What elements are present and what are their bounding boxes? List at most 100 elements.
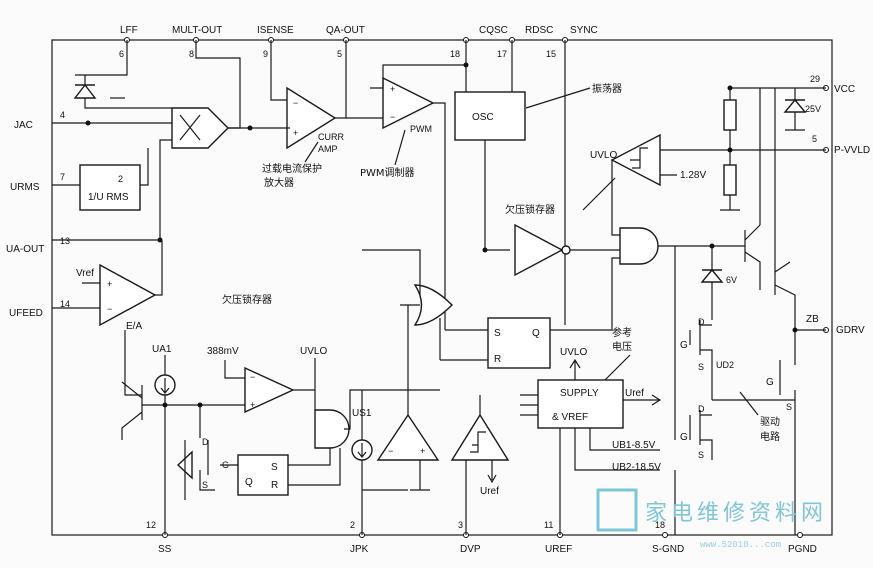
uvlo-bot-label: UVLO <box>560 347 587 358</box>
svg-text:−: − <box>107 304 112 314</box>
or-gate <box>413 284 453 326</box>
pin-number: 18 <box>450 49 460 59</box>
pin-number: 17 <box>497 49 507 59</box>
current-amp <box>286 86 337 150</box>
watermark-text: 家电维修资料网 <box>645 501 827 526</box>
supply-vref-block <box>537 379 624 429</box>
svg-text:−: − <box>293 98 298 108</box>
zener-diode-icon <box>73 83 97 99</box>
top-pins <box>124 37 568 43</box>
pin-urms-label: URMS <box>10 182 40 193</box>
pin-dvp-label: DVP <box>460 544 481 555</box>
ocp-comparator <box>244 366 295 414</box>
svg-text:+: + <box>293 128 298 138</box>
ssfet-s: S <box>202 480 208 490</box>
power-fet <box>779 350 796 535</box>
fet-g: G <box>680 340 688 351</box>
osc-label: OSC <box>472 112 494 123</box>
pwm-label: PWM <box>410 124 432 134</box>
output-transistor-upper <box>744 224 761 290</box>
uvlo-top-label: UVLO <box>590 150 617 161</box>
pin-pgnd-label: PGND <box>788 544 817 555</box>
pin-jac-label: JAC <box>14 120 33 131</box>
pin-number: 5 <box>812 134 817 144</box>
mv388-label: 388mV <box>207 346 239 357</box>
uvlo-mid-label: UVLO <box>300 346 327 357</box>
power-fet-g: G <box>766 377 774 388</box>
svg-text:−: − <box>390 112 395 122</box>
svg-text:−: − <box>250 372 255 382</box>
osc-annotation: 振荡器 <box>592 82 622 95</box>
pin-rdsc-label: RDSC <box>525 25 553 36</box>
ovp-amp-annotation-2: 放大器 <box>264 176 294 189</box>
pwm-comparator <box>382 76 435 130</box>
rms-number: 2 <box>118 174 123 184</box>
vref-block-label: & VREF <box>552 412 588 423</box>
zener-25v-icon <box>783 98 807 113</box>
v6-label: 6V <box>726 275 737 285</box>
driver-fet-upper <box>674 246 713 440</box>
resistor-bottom <box>723 164 737 196</box>
svg-text:+: + <box>390 84 395 94</box>
ea-label: E/A <box>126 321 142 332</box>
sr-r: R <box>494 354 501 365</box>
drive-annotation: 驱动 <box>760 416 780 428</box>
pwm-mod-annotation: PWM调制器 <box>360 166 415 179</box>
fet-g-lower: G <box>680 432 688 443</box>
srl-r: R <box>271 480 278 491</box>
ss-transistor <box>121 381 143 440</box>
vref-label: Vref <box>76 268 94 279</box>
rms-block <box>79 164 141 211</box>
sr-latch <box>487 317 551 369</box>
curr-label: CURR <box>318 132 344 142</box>
pin-uref-label: UREF <box>545 544 572 555</box>
pin-number: 15 <box>546 49 556 59</box>
pin-number: 18 <box>655 520 665 530</box>
rms-label: 1/U RMS <box>88 192 129 203</box>
pin-ua-out-label: UA-OUT <box>6 244 44 255</box>
pin-s-gnd-label: S-GND <box>652 544 684 555</box>
error-amp <box>99 263 157 327</box>
uvlo-latch-annotation: 欠压锁存器 <box>505 203 555 216</box>
uvlo-latch-annotation-2: 欠压锁存器 <box>222 293 272 306</box>
pin-sync-label: SYNC <box>570 25 598 36</box>
uref-out-label: Uref <box>625 388 644 399</box>
pin-ufeed-label: UFEED <box>9 308 43 319</box>
pin-number: 9 <box>263 49 268 59</box>
inverter-gate <box>514 223 564 277</box>
output-transistor-lower <box>774 261 796 350</box>
driver-fet-lower <box>689 399 795 460</box>
drive-annotation-2: 电路 <box>760 430 780 443</box>
pin-isense-label: ISENSE <box>257 25 294 36</box>
ua1-label: UA1 <box>152 344 172 355</box>
amp-label: AMP <box>318 144 338 154</box>
multiply-icon <box>179 114 201 141</box>
pin-number: 11 <box>544 520 553 530</box>
pin-lff-label: LFF <box>120 25 138 36</box>
pin-number: 8 <box>189 49 194 59</box>
ic-boundary <box>51 39 833 536</box>
sr-q: Q <box>532 328 540 339</box>
pin-ss-label: SS <box>158 544 172 555</box>
sr-s: S <box>494 328 501 339</box>
jpk-comparator <box>376 413 440 461</box>
pin-number: 3 <box>458 520 463 530</box>
fet-s-lower: S <box>698 450 704 460</box>
pin-number: 2 <box>350 520 355 530</box>
uref-label: Uref <box>480 486 499 497</box>
v25-label: 25V <box>805 104 821 114</box>
pin-p-vvld-label: P-VVLD <box>834 145 870 156</box>
and-gate-mid <box>314 409 350 449</box>
ovp-amp-annotation: 过载电流保护 <box>262 162 322 175</box>
ss-discharge-fet <box>199 405 215 491</box>
and-gate <box>619 227 659 265</box>
dvp-comparator <box>450 413 510 461</box>
pin-jpk-label: JPK <box>350 544 369 555</box>
power-fet-s: S <box>786 402 792 412</box>
svg-text:+: + <box>420 446 425 456</box>
ssfet-d: D <box>202 437 209 447</box>
ub1-label: UB1-8.5V <box>612 440 656 451</box>
ref-v-annotation-2: 电压 <box>612 340 632 353</box>
ub2-label: UB2-18.5V <box>612 462 661 473</box>
